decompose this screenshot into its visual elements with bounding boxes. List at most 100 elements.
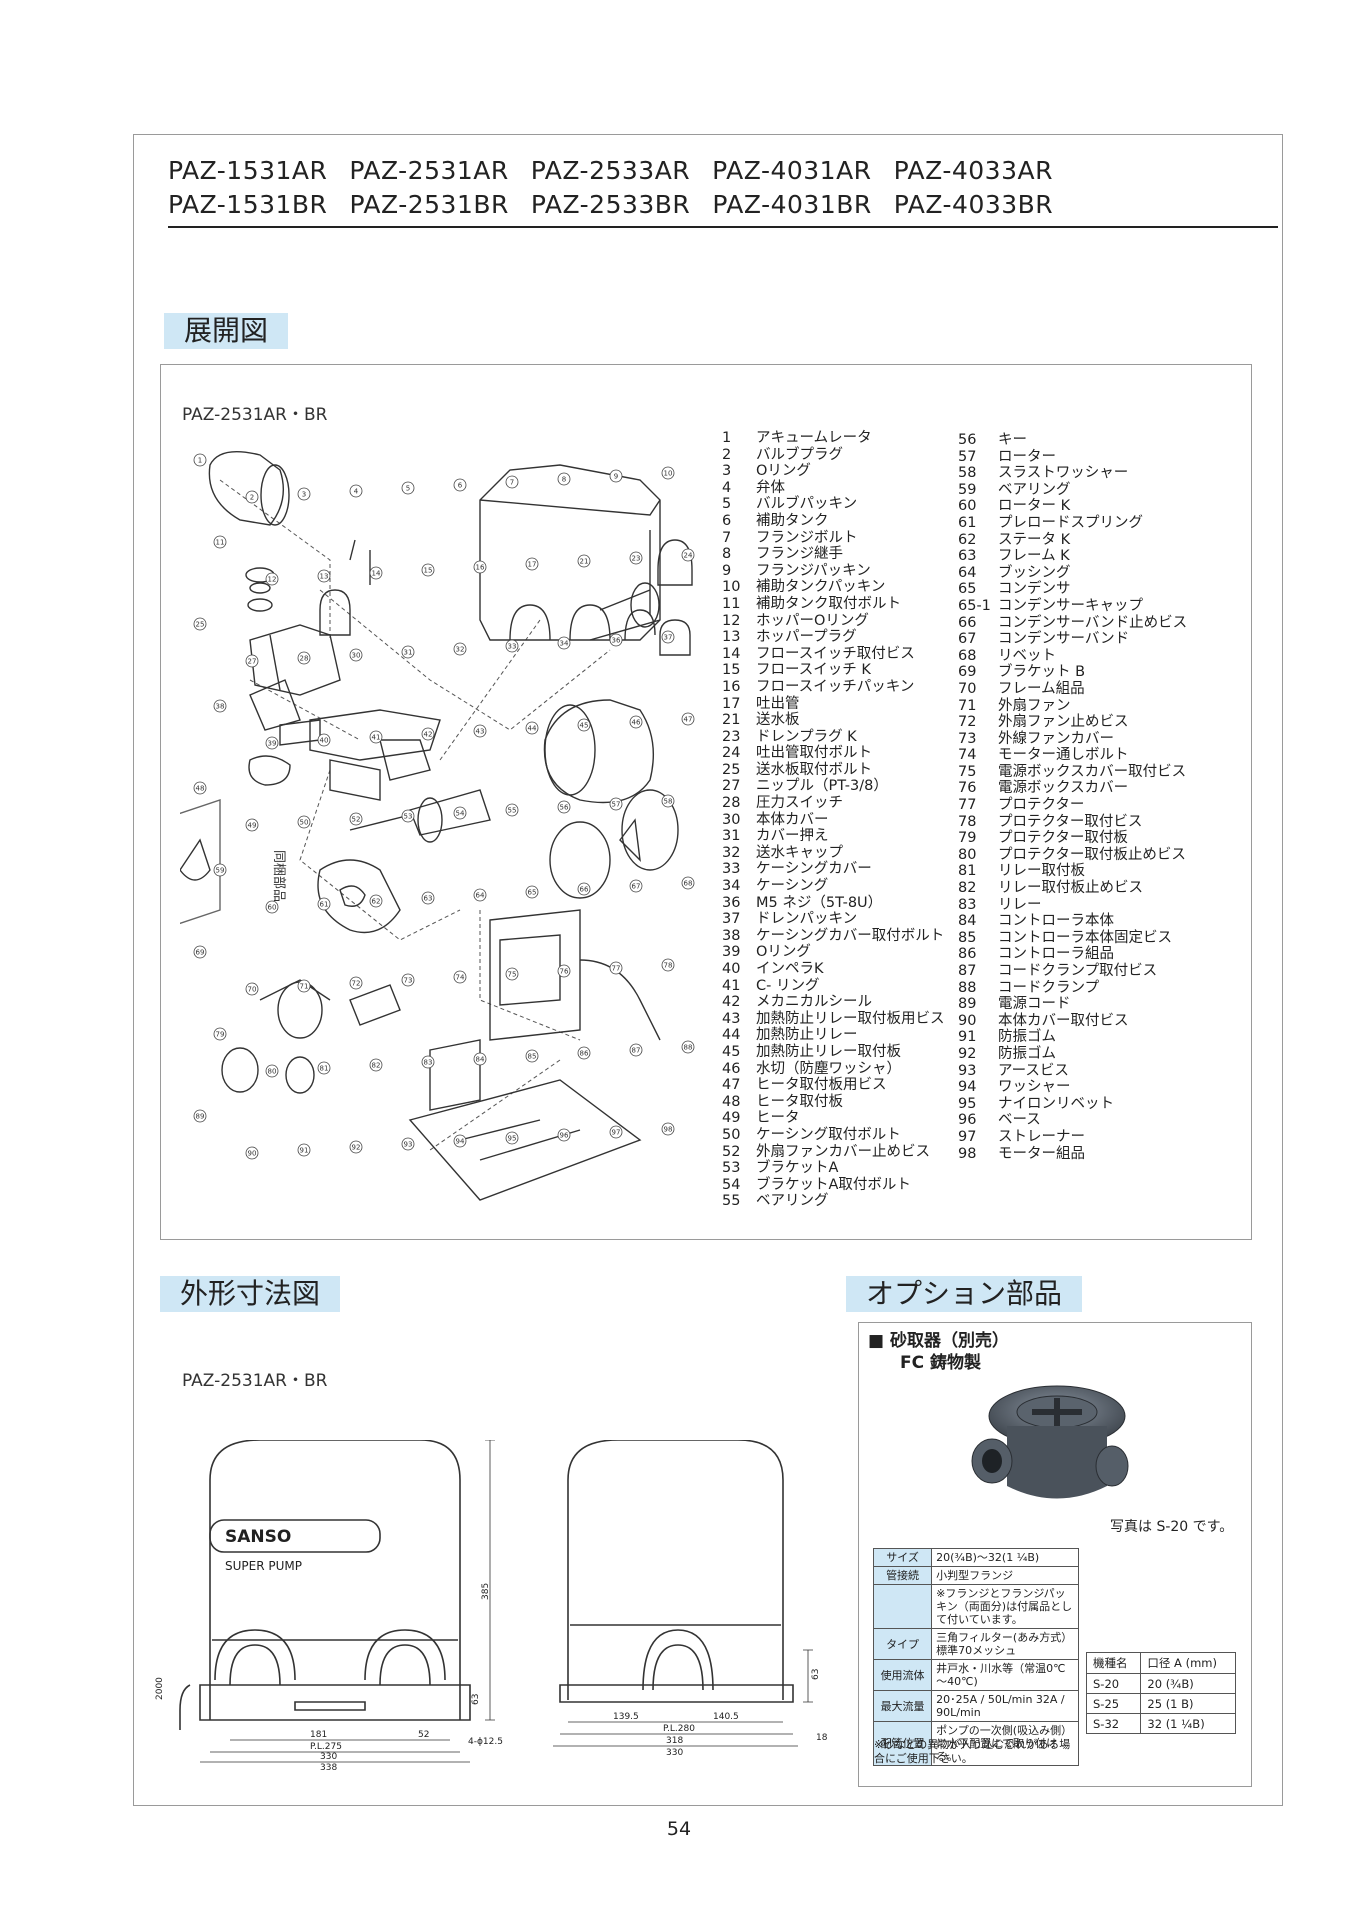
- part-name: フロースイッチ K: [756, 662, 871, 679]
- part-number: 85: [958, 929, 977, 946]
- brand-logo: SANSO: [225, 1527, 291, 1547]
- size-cell: 機種名: [1085, 1652, 1142, 1674]
- callout-number: 31: [404, 649, 413, 657]
- callout-circle: [245, 982, 259, 996]
- callout-number: 42: [424, 731, 433, 739]
- part-name: 補助タンク取付ボルト: [756, 595, 901, 612]
- callout-circle: [213, 863, 227, 877]
- callout-number: 61: [320, 901, 329, 909]
- part-name: フランジ継手: [756, 546, 843, 563]
- callout-number: 86: [580, 1050, 589, 1058]
- part-number: 65: [958, 581, 977, 598]
- part-number: 14: [722, 645, 741, 662]
- part-name: コンデンサ: [998, 581, 1071, 598]
- part-number: 12: [722, 612, 741, 629]
- bundled-parts-label: 同梱部品: [271, 850, 286, 902]
- part-name: 本体カバー: [756, 811, 829, 828]
- dimension-front-view: SANSO SUPER PUMP 385 63 2000 181 52 P.L.…: [155, 1440, 503, 1770]
- part-name: 加熱防止リレー取付板用ビス: [756, 1010, 945, 1027]
- callout-circle: [401, 973, 415, 987]
- callout-number: 36: [612, 637, 621, 645]
- part-number: 11: [722, 595, 741, 612]
- part-number: 91: [958, 1029, 977, 1046]
- callout-circle: [369, 566, 383, 580]
- size-cell: 口径 A (mm): [1140, 1652, 1236, 1674]
- callout-circle: [505, 967, 519, 981]
- model-name: PAZ-2531BR: [349, 190, 509, 219]
- spec-row: 使用流体井戸水・川水等（常温0℃～40℃): [872, 1659, 1079, 1691]
- callout-number: 73: [404, 977, 413, 985]
- part-number: 16: [722, 678, 741, 695]
- spec-label: [872, 1584, 933, 1629]
- dimension-side-view: 63 139.5 140.5 P.L.280 318 330 18: [553, 1440, 828, 1758]
- callout-circle: [193, 945, 207, 959]
- part-name: ローター K: [998, 498, 1071, 515]
- part-number: 48: [722, 1093, 741, 1110]
- part-name: ヒータ: [756, 1110, 800, 1127]
- part-number: 77: [958, 797, 977, 814]
- callout-circle: [473, 560, 487, 574]
- callout-circle: [681, 548, 695, 562]
- callout-circle: [401, 1137, 415, 1151]
- part-name: ドレンパッキン: [756, 911, 858, 928]
- callout-circle: [193, 1109, 207, 1123]
- callout-circle: [297, 651, 311, 665]
- spec-row: 管接続小判型フランジ: [872, 1566, 1079, 1585]
- callout-number: 80: [268, 1068, 277, 1076]
- callout-number: 75: [508, 971, 517, 979]
- callout-circle: [297, 1143, 311, 1157]
- callout-number: 13: [320, 573, 329, 581]
- part-number: 87: [958, 963, 977, 979]
- option-heading: ■ 砂取器（別売） FC 鋳物製: [868, 1330, 1009, 1374]
- callout-number: 24: [684, 552, 693, 560]
- part-name: 送水板: [756, 712, 800, 729]
- callout-circle: [525, 721, 539, 735]
- callout-circle: [317, 569, 331, 583]
- callout-circle: [577, 882, 591, 896]
- spec-value: 20･25A / 50L/min 32A / 90L/min: [931, 1690, 1079, 1722]
- part-item: 65 コンデンサ: [958, 581, 1187, 598]
- part-number: 15: [722, 662, 741, 679]
- callout-number: 91: [300, 1147, 309, 1155]
- part-number: 17: [722, 695, 741, 712]
- dim-338: 338: [320, 1763, 337, 1770]
- option-parts-title: オプション部品: [846, 1276, 1083, 1312]
- callout-circle: [525, 885, 539, 899]
- callout-number: 32: [456, 646, 465, 654]
- part-number: 97: [958, 1128, 977, 1145]
- callout-circle: [557, 472, 571, 486]
- part-number: 81: [958, 863, 977, 880]
- part-name: 加熱防止リレー: [756, 1027, 858, 1044]
- size-cell: 20 (¾B): [1140, 1673, 1236, 1694]
- part-number: 64: [958, 564, 977, 581]
- part-name: ケーシングカバー: [756, 861, 872, 878]
- dim-pl275: P.L.275: [310, 1742, 342, 1752]
- callout-circle: [661, 794, 675, 808]
- spec-label: タイプ: [872, 1628, 933, 1660]
- callout-circle: [629, 551, 643, 565]
- callout-number: 4: [354, 488, 359, 496]
- callout-circle: [629, 715, 643, 729]
- callout-number: 39: [268, 740, 277, 748]
- callout-circle: [577, 554, 591, 568]
- callout-circle: [557, 964, 571, 978]
- callout-number: 56: [560, 804, 569, 812]
- callout-number: 76: [560, 968, 569, 976]
- part-number: 32: [722, 844, 741, 861]
